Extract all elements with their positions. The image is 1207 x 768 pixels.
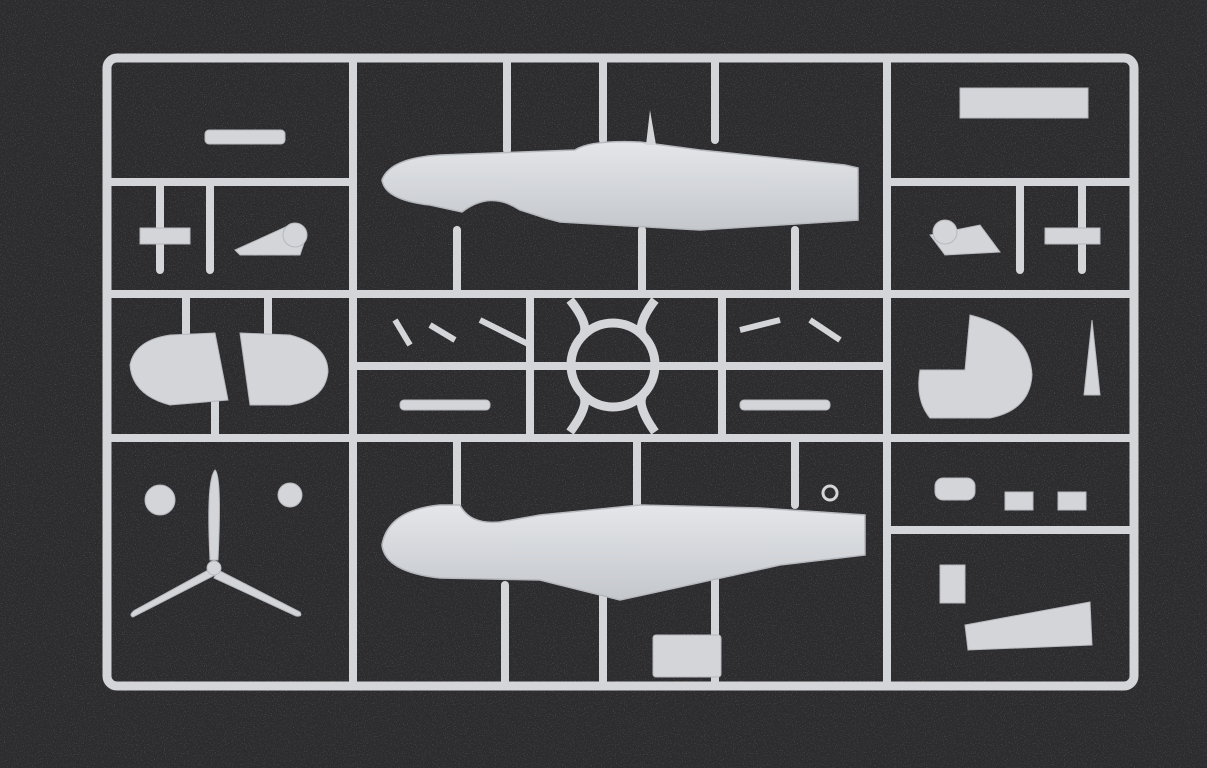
sprue-center-ring: [566, 297, 660, 435]
rudder-and-fin: [918, 314, 1101, 419]
propeller: [130, 469, 302, 618]
fuselage-lower-half: [381, 484, 866, 601]
small-parts: [139, 87, 1101, 678]
sprue-frame: [102, 53, 1139, 691]
tailplanes: [129, 332, 329, 406]
fuselage-upper-half: [381, 110, 859, 231]
